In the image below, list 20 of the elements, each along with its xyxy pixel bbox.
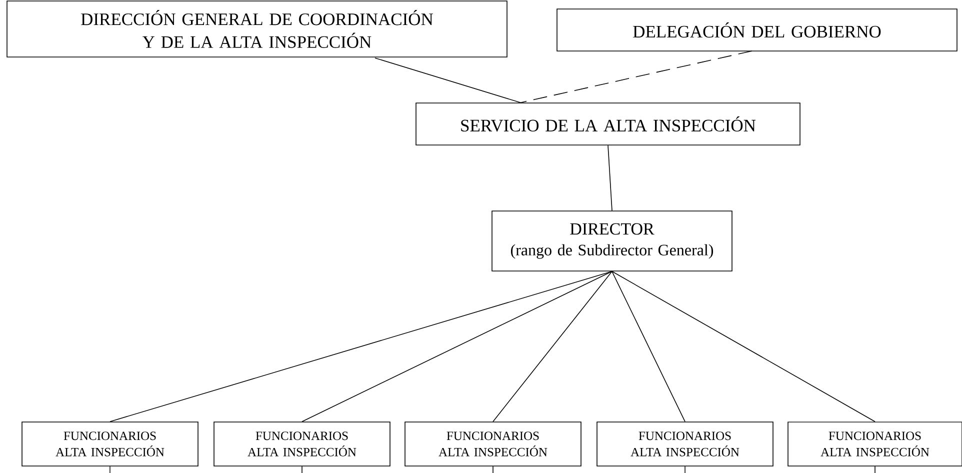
connector-line bbox=[684, 466, 686, 473]
connector-line bbox=[302, 271, 612, 422]
connector-line bbox=[374, 58, 521, 103]
top-box: DELEGACIÓN DEL GOBIERNO bbox=[556, 8, 958, 52]
staff-box: FUNCIONARIOS ALTA INSPECCIÓN bbox=[404, 422, 582, 466]
connector-line bbox=[874, 466, 876, 473]
staff-box: FUNCIONARIOS ALTA INSPECCIÓN bbox=[596, 422, 774, 466]
staff-box: FUNCIONARIOS ALTA INSPECCIÓN bbox=[214, 422, 390, 466]
connector-line bbox=[492, 271, 612, 422]
connector-line bbox=[110, 271, 612, 422]
top-box: DIRECCIÓN GENERAL DE COORDINACIÓN Y DE LA ALTA INSPECCIÓN bbox=[6, 0, 508, 58]
service-box: SERVICIO DE LA ALTA INSPECCIÓN bbox=[416, 102, 800, 146]
director-box: DIRECTOR (rango de Subdirector General) bbox=[492, 210, 732, 272]
dashed-line bbox=[520, 50, 752, 103]
connector-line bbox=[612, 271, 876, 422]
staff-box: FUNCIONARIOS ALTA INSPECCIÓN bbox=[22, 422, 198, 466]
connector-line bbox=[612, 271, 686, 422]
connector-line bbox=[492, 466, 494, 473]
staff-box: FUNCIONARIOS ALTA INSPECCIÓN bbox=[788, 422, 962, 466]
connector-line bbox=[608, 145, 612, 211]
